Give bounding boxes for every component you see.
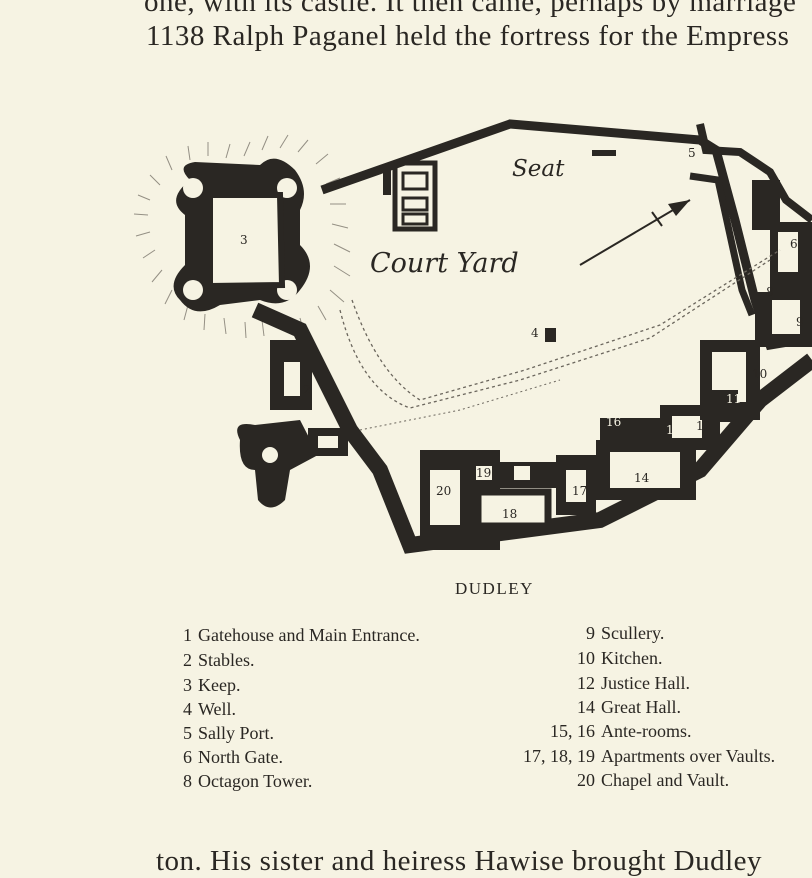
keep (173, 158, 310, 312)
room-number: 3 (240, 233, 248, 247)
room-number: 14 (634, 471, 650, 485)
room-number: 11 (726, 392, 741, 406)
body-text-line-top: one, with its castle. It then came, perh… (144, 0, 797, 18)
north-arrow-icon (579, 199, 691, 266)
room-number: 17 (572, 484, 587, 498)
label-court-yard: Court Yard (370, 248, 519, 279)
room-number: 12 (696, 419, 711, 433)
plan-title: DUDLEY (455, 579, 534, 598)
room-number: 16 (606, 415, 621, 429)
body-text-line-bottom: ton. His sister and heiress Hawise broug… (156, 845, 763, 877)
curtain-wall (320, 119, 812, 351)
room-number: 2 (303, 383, 311, 397)
castle-plan: Seat Court Yard 1 2 3 4 5 6 8 9 10 11 12… (133, 119, 812, 554)
gatehouse-range (251, 302, 812, 554)
room-number: 4 (531, 326, 539, 340)
east-wall (696, 123, 812, 224)
room-number: 18 (502, 507, 517, 521)
room-number: 10 (752, 367, 767, 381)
room-number: 1 (320, 435, 328, 449)
room-number: 9 (796, 315, 804, 329)
room-number: 15 (666, 423, 681, 437)
label-seat: Seat (512, 156, 565, 182)
inner-wall (689, 172, 756, 317)
well-marker (545, 328, 556, 342)
room-number: 5 (688, 146, 696, 160)
room-number: 6 (790, 237, 798, 251)
court-path (339, 259, 771, 409)
room-number: 20 (436, 484, 451, 498)
room-number: 8 (766, 285, 774, 299)
room-number: 19 (476, 466, 491, 480)
body-text-line-2: 1138 Ralph Paganel held the fortress for… (146, 20, 790, 52)
